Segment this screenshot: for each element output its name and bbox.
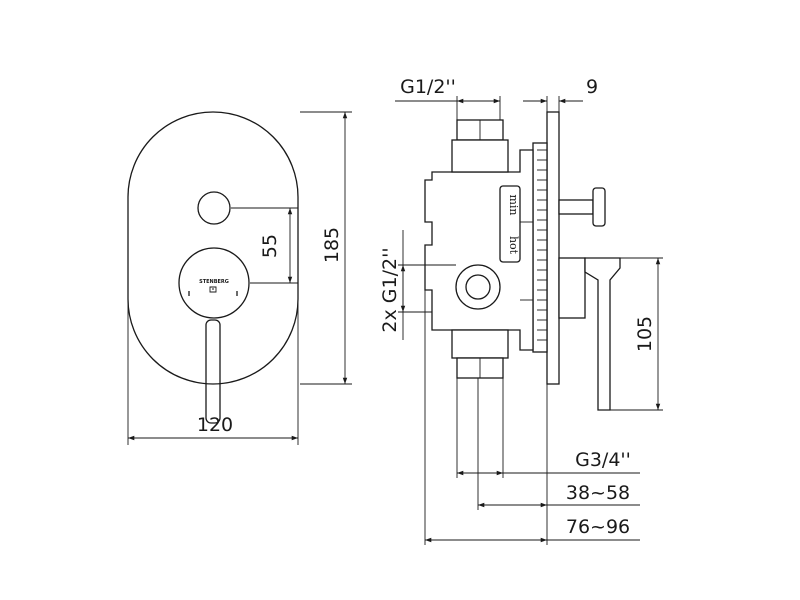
diverter-stem xyxy=(558,199,594,215)
marker-hot: hot xyxy=(507,236,520,255)
side-view: min hot xyxy=(379,76,663,545)
diverter-knob xyxy=(197,191,231,225)
mixer-lever xyxy=(205,319,221,424)
handle-base-side xyxy=(558,257,586,319)
dim-outlet-label: G3/4'' xyxy=(575,449,631,471)
mixer-handle-base xyxy=(178,247,250,319)
top-inlet-neck xyxy=(451,139,509,173)
valve-body xyxy=(424,149,534,351)
dim-plate-label: 9 xyxy=(586,76,598,98)
dim-spacing-label: 55 xyxy=(259,234,281,258)
wall-plate xyxy=(546,111,560,385)
diverter-button xyxy=(592,187,606,227)
threaded-flange xyxy=(532,142,548,353)
dim-side-threads-label: 2x G1/2'' xyxy=(379,247,401,332)
front-view: STENBERG 185 55 120 xyxy=(127,111,352,445)
dim-lever-label: 105 xyxy=(634,316,656,352)
dim-height-label: 185 xyxy=(321,227,343,263)
side-inlet-port-inner xyxy=(465,274,491,300)
dim-depth-short-label: 38~58 xyxy=(566,482,630,504)
dim-width-label: 120 xyxy=(197,414,233,436)
label-window xyxy=(499,185,521,263)
cover-plate xyxy=(127,111,299,385)
handle-body-side xyxy=(584,257,621,411)
marker-min: min xyxy=(507,194,520,215)
brand-label: STENBERG xyxy=(199,279,229,285)
bottom-outlet-neck xyxy=(451,329,509,359)
flange-thread-ticks xyxy=(537,149,547,341)
brand-logo-icon xyxy=(209,286,217,293)
dim-depth-long-label: 76~96 xyxy=(566,516,630,538)
side-inlet-port-outer xyxy=(455,264,501,310)
dim-top-thread-label: G1/2'' xyxy=(400,76,456,98)
